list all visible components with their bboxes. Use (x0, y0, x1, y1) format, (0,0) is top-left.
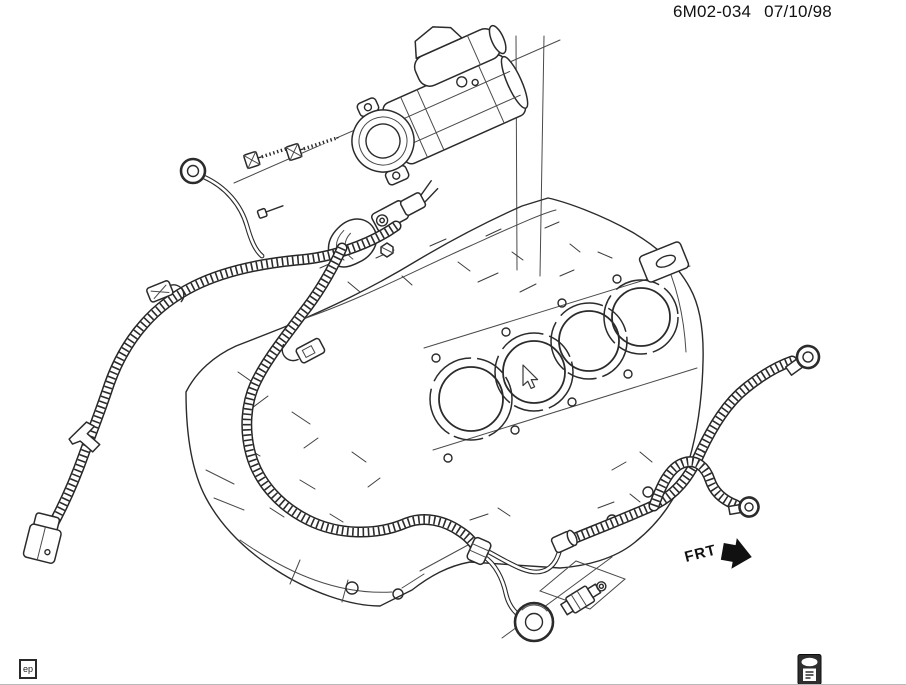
cylinder-bores (429, 279, 679, 441)
starter-mounting-bolts (242, 136, 339, 219)
plug-sensor (560, 581, 607, 616)
frt-direction-marker: FRT (683, 538, 752, 569)
ring-terminal (179, 157, 207, 185)
harness-clip (146, 280, 185, 303)
starter-flange (351, 109, 415, 173)
junction-nut (380, 242, 394, 258)
harness-fitting (550, 529, 578, 554)
deck-bolt-holes (345, 274, 654, 600)
harness-clip (281, 337, 326, 364)
harness-grommet (466, 536, 492, 566)
bolt (284, 136, 339, 162)
mouse-cursor (522, 364, 539, 389)
harness-connector-plug (22, 512, 62, 564)
cable-junction-terminals (371, 180, 439, 233)
ring-terminal (727, 496, 760, 518)
doc-date: 07/10/98 (764, 2, 832, 21)
starter-bracket (414, 26, 463, 60)
engine-block (185, 197, 704, 607)
small-screw (256, 205, 284, 219)
frt-label: FRT (683, 542, 718, 566)
header-doc-reference: 6M02-034 07/10/98 (673, 2, 832, 22)
harness-bracket (68, 421, 101, 453)
ep-badge[interactable]: ep (19, 659, 37, 679)
battery-cable-harness (22, 157, 821, 643)
frt-arrow-icon (720, 538, 752, 569)
deck-corner-plate (638, 241, 690, 283)
doc-number: 6M02-034 (673, 2, 752, 21)
page-print-icon[interactable] (797, 654, 823, 685)
ep-badge-label: ep (22, 663, 33, 674)
round-sensor (513, 601, 555, 643)
starter-motor (351, 24, 529, 186)
ring-terminal (784, 344, 821, 376)
